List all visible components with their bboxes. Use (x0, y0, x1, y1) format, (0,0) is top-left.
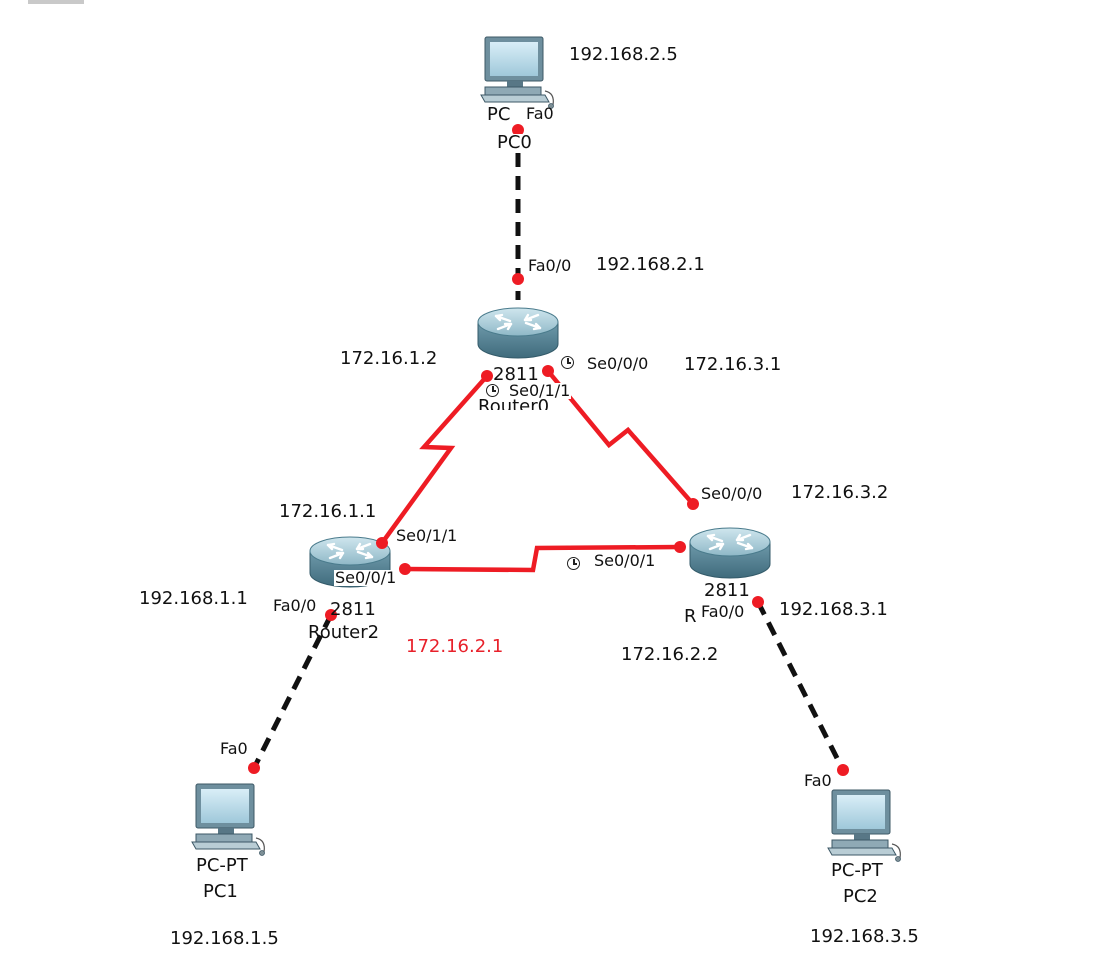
router2-se011-port: Se0/1/1 (396, 526, 458, 545)
link-pc2-router1 (755, 600, 846, 772)
router1-se001-ip: 172.16.2.2 (621, 644, 719, 665)
link-endpoints (248, 124, 849, 776)
link-router2-router1 (404, 544, 681, 573)
router0-fa00-ip: 192.168.2.1 (596, 254, 705, 275)
pc1-type-label: PC-PT (196, 855, 248, 876)
router0-fa00-port: Fa0/0 (528, 256, 572, 275)
pc1-name-label: PC1 (203, 881, 238, 902)
router1-se000-ip: 172.16.3.2 (791, 482, 889, 503)
router0-se000-port: Se0/0/0 (586, 354, 650, 373)
router0-se000-ip: 172.16.3.1 (684, 354, 782, 375)
pc1-icon (191, 783, 266, 857)
router2-name-label: Router2 (308, 622, 380, 643)
router1-icon (688, 526, 772, 580)
router0-name-label: Router0 (478, 398, 550, 410)
router1-se000-port: Se0/0/0 (701, 484, 763, 503)
link-router0-router1 (546, 369, 695, 506)
pc0-type-label: PC (487, 104, 511, 125)
router2-fa00-ip: 192.168.1.1 (139, 588, 248, 609)
pc0-ip-label: 192.168.2.5 (569, 44, 678, 65)
pc0-port-label: Fa0 (526, 104, 554, 123)
router0-model-label: 2811 (493, 364, 539, 385)
link-pc1-router2 (251, 613, 334, 770)
router1-se001-port: Se0/0/1 (594, 551, 656, 570)
router1-fa00-ip: 192.168.3.1 (779, 599, 888, 620)
pc0-name-label: PC0 (496, 132, 533, 153)
router1-model-label: 2811 (704, 580, 750, 601)
pc1-ip-label: 192.168.1.5 (170, 928, 279, 949)
pc2-name-label: PC2 (843, 886, 878, 907)
pc2-port-label: Fa0 (804, 771, 832, 790)
router1-fa00-port: Fa0/0 (700, 602, 746, 621)
pc2-icon (827, 789, 902, 863)
router0-icon (476, 306, 560, 360)
router2-se001-port: Se0/0/1 (334, 568, 398, 587)
router2-se001-ip: 172.16.2.1 (406, 636, 504, 657)
pc2-ip-label: 192.168.3.5 (810, 926, 919, 947)
router2-se011-ip: 172.16.1.1 (279, 501, 377, 522)
window-tab-fragment (28, 0, 84, 4)
router0-se011-ip: 172.16.1.2 (340, 348, 438, 369)
pc1-port-label: Fa0 (220, 739, 248, 758)
clock-icon (486, 384, 499, 397)
pc2-type-label: PC-PT (831, 860, 883, 881)
link-router0-router2 (380, 374, 489, 545)
router2-fa00-port: Fa0/0 (273, 596, 317, 615)
clock-icon (561, 356, 574, 369)
clock-icon (567, 557, 580, 570)
router0-se011-port: Se0/1/1 (508, 381, 572, 400)
router2-model-label: 2811 (330, 599, 376, 620)
pc0-icon (480, 36, 555, 110)
router1-name-label: R (684, 606, 697, 627)
